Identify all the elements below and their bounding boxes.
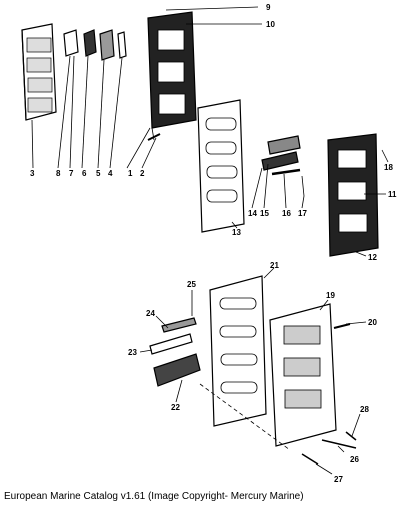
part-reed-plate (21, 23, 57, 121)
part-lower-manifold (269, 303, 357, 465)
callout-8: 8 (56, 169, 61, 178)
callout-numbers: 1 2 3 4 5 6 7 8 9 10 11 12 13 14 15 16 1… (30, 3, 397, 484)
callout-26: 26 (350, 455, 359, 464)
callout-6: 6 (82, 169, 87, 178)
part-lower-reed-assembly (149, 290, 201, 387)
callout-2: 2 (140, 169, 145, 178)
callout-16: 16 (282, 209, 291, 218)
part-intake-manifold (147, 11, 197, 141)
callout-5: 5 (96, 169, 101, 178)
callout-15: 15 (260, 209, 269, 218)
callout-1: 1 (128, 169, 133, 178)
callout-20: 20 (368, 318, 377, 327)
part-reed-stops (63, 29, 127, 61)
callout-11: 11 (388, 190, 397, 199)
image-caption: European Marine Catalog v1.61 (Image Cop… (4, 491, 304, 502)
callout-9: 9 (266, 3, 271, 12)
callout-7: 7 (69, 169, 74, 178)
callout-27: 27 (334, 475, 343, 484)
callout-21: 21 (270, 261, 279, 270)
callout-18: 18 (384, 163, 393, 172)
callout-13: 13 (232, 228, 241, 237)
leader-lines (31, 6, 386, 475)
callout-23: 23 (128, 348, 137, 357)
callout-3: 3 (30, 169, 35, 178)
callout-17: 17 (298, 209, 307, 218)
callout-14: 14 (248, 209, 257, 218)
callout-12: 12 (368, 253, 377, 262)
callout-24: 24 (146, 309, 155, 318)
callout-28: 28 (360, 405, 369, 414)
part-lower-gasket (209, 275, 267, 427)
callout-4: 4 (108, 169, 113, 178)
callout-19: 19 (326, 291, 335, 300)
part-adaptor-block (327, 133, 389, 257)
callout-10: 10 (266, 20, 275, 29)
part-reed-block-set (261, 135, 305, 197)
part-gasket (197, 99, 245, 233)
callout-25: 25 (187, 280, 196, 289)
callout-22: 22 (171, 403, 180, 412)
